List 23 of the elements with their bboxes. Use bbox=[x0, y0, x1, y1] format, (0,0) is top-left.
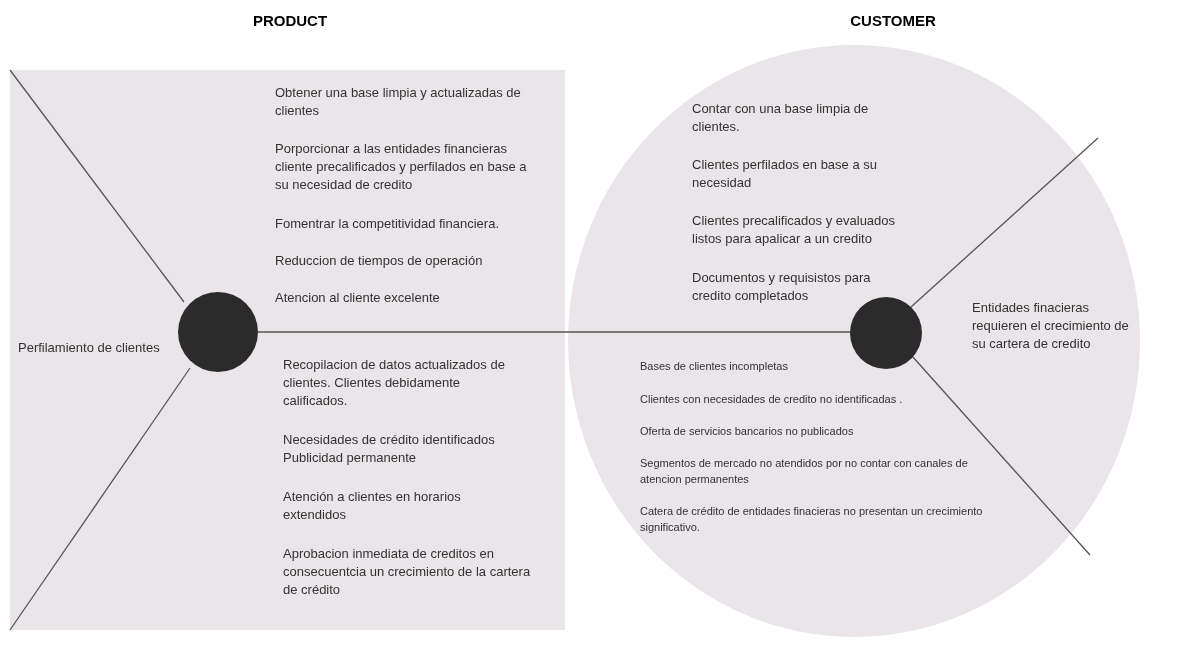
connector-line bbox=[257, 331, 851, 333]
canvas-text: Documentos y requisistos para credito completados bbox=[692, 269, 872, 305]
canvas-text: Clientes perfilados en base a su necesidad bbox=[692, 156, 878, 192]
canvas-text: Porporcionar a las entidades financieras cliente precalificados y perfilados en base a su necesidad de credito bbox=[275, 140, 528, 194]
canvas-text: Oferta de servicios bancarios no publicados bbox=[640, 424, 855, 439]
canvas-text: Fomentrar la competitividad financiera. bbox=[275, 215, 500, 233]
canvas-text: Bases de clientes incompletas bbox=[640, 359, 789, 374]
section-heading: PRODUCT bbox=[251, 12, 329, 30]
canvas-text: Catera de crédito de entidades finacieras no presentan un crecimiento significativo. bbox=[640, 504, 984, 535]
canvas-text: Atención a clientes en horarios extendidos bbox=[283, 488, 462, 524]
canvas-text: Atencion al cliente excelente bbox=[275, 289, 441, 307]
section-heading: CUSTOMER bbox=[849, 12, 937, 30]
canvas-text: Recopilacion de datos actualizados de clientes. Clientes debidamente calificados. bbox=[283, 356, 506, 410]
canvas-text: Obtener una base limpia y actualizadas de clientes bbox=[275, 84, 522, 120]
canvas-text: Clientes con necesidades de credito no identificadas . bbox=[640, 392, 904, 407]
canvas-text: Aprobacion inmediata de creditos en consecuentcia un crecimiento de la cartera de crédito bbox=[283, 545, 532, 599]
canvas-text: Clientes precalificados y evaluados listos para apalicar a un credito bbox=[692, 212, 897, 248]
canvas-text: Perfilamiento de clientes bbox=[18, 339, 161, 357]
canvas-text: Necesidades de crédito identificados Publicidad permanente bbox=[283, 431, 496, 467]
canvas-text: Contar con una base limpia de clientes. bbox=[692, 100, 870, 136]
canvas-text: Reduccion de tiempos de operación bbox=[275, 252, 484, 270]
canvas-text: Segmentos de mercado no atendidos por no contar con canales de atencion permanentes bbox=[640, 456, 969, 487]
canvas-text: Entidades finacieras requieren el crecimiento de su cartera de credito bbox=[972, 299, 1130, 353]
